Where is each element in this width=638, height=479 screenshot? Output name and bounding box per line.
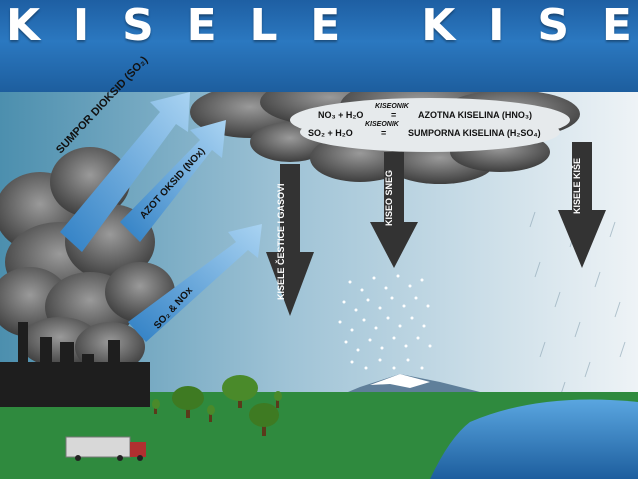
title-letter: S [537, 0, 570, 51]
title-letter: L [249, 0, 278, 51]
label-acid-rain: KISELE KIŠE [572, 157, 582, 214]
title-letter: I [72, 0, 90, 51]
trees [152, 375, 282, 436]
title-letter: E [186, 0, 217, 51]
factory-smoke [0, 147, 175, 372]
arrow-acid-snow [370, 152, 418, 268]
equation-2-catalyst: KISEONIK [365, 121, 399, 128]
snow-flakes [338, 274, 432, 370]
title-space [373, 0, 388, 54]
equation-2-left: SO₂ + H₂O [308, 128, 353, 138]
equation-1-left: NO₃ + H₂O [318, 110, 364, 120]
equation-1-right: AZOTNA KISELINA (HNO₃) [418, 110, 532, 120]
arrow-so2-nox [128, 224, 262, 342]
scene-illustration [0, 92, 638, 479]
label-acid-snow: KISEO SNEG [384, 169, 394, 226]
equation-2-right: SUMPORNA KISELINA (H₂SO₄) [408, 128, 541, 138]
title-letter: I [488, 0, 505, 51]
equation-1-catalyst: KISEONIK [375, 103, 409, 110]
factory [0, 322, 150, 407]
title-letter: S [122, 0, 154, 51]
truck [65, 436, 146, 461]
title-letter: K [6, 0, 41, 51]
lake [430, 399, 638, 479]
equation-2-sign: = [381, 128, 387, 138]
arrow-acid-rain [558, 142, 606, 268]
arrow-nitrogen-oxide [120, 120, 226, 242]
arrow-acid-particles [266, 164, 314, 316]
arrow-sulfur-dioxide [60, 92, 190, 252]
label-acid-particles: KISELE ČESTICE I GASOVI [276, 183, 286, 300]
title-letter: E [601, 0, 632, 51]
equation-cloud [290, 98, 570, 152]
title-letter: E [310, 0, 341, 51]
mountain-snowcap [370, 374, 430, 388]
equation-1-sign: = [391, 110, 397, 120]
title-letter: K [421, 0, 456, 51]
